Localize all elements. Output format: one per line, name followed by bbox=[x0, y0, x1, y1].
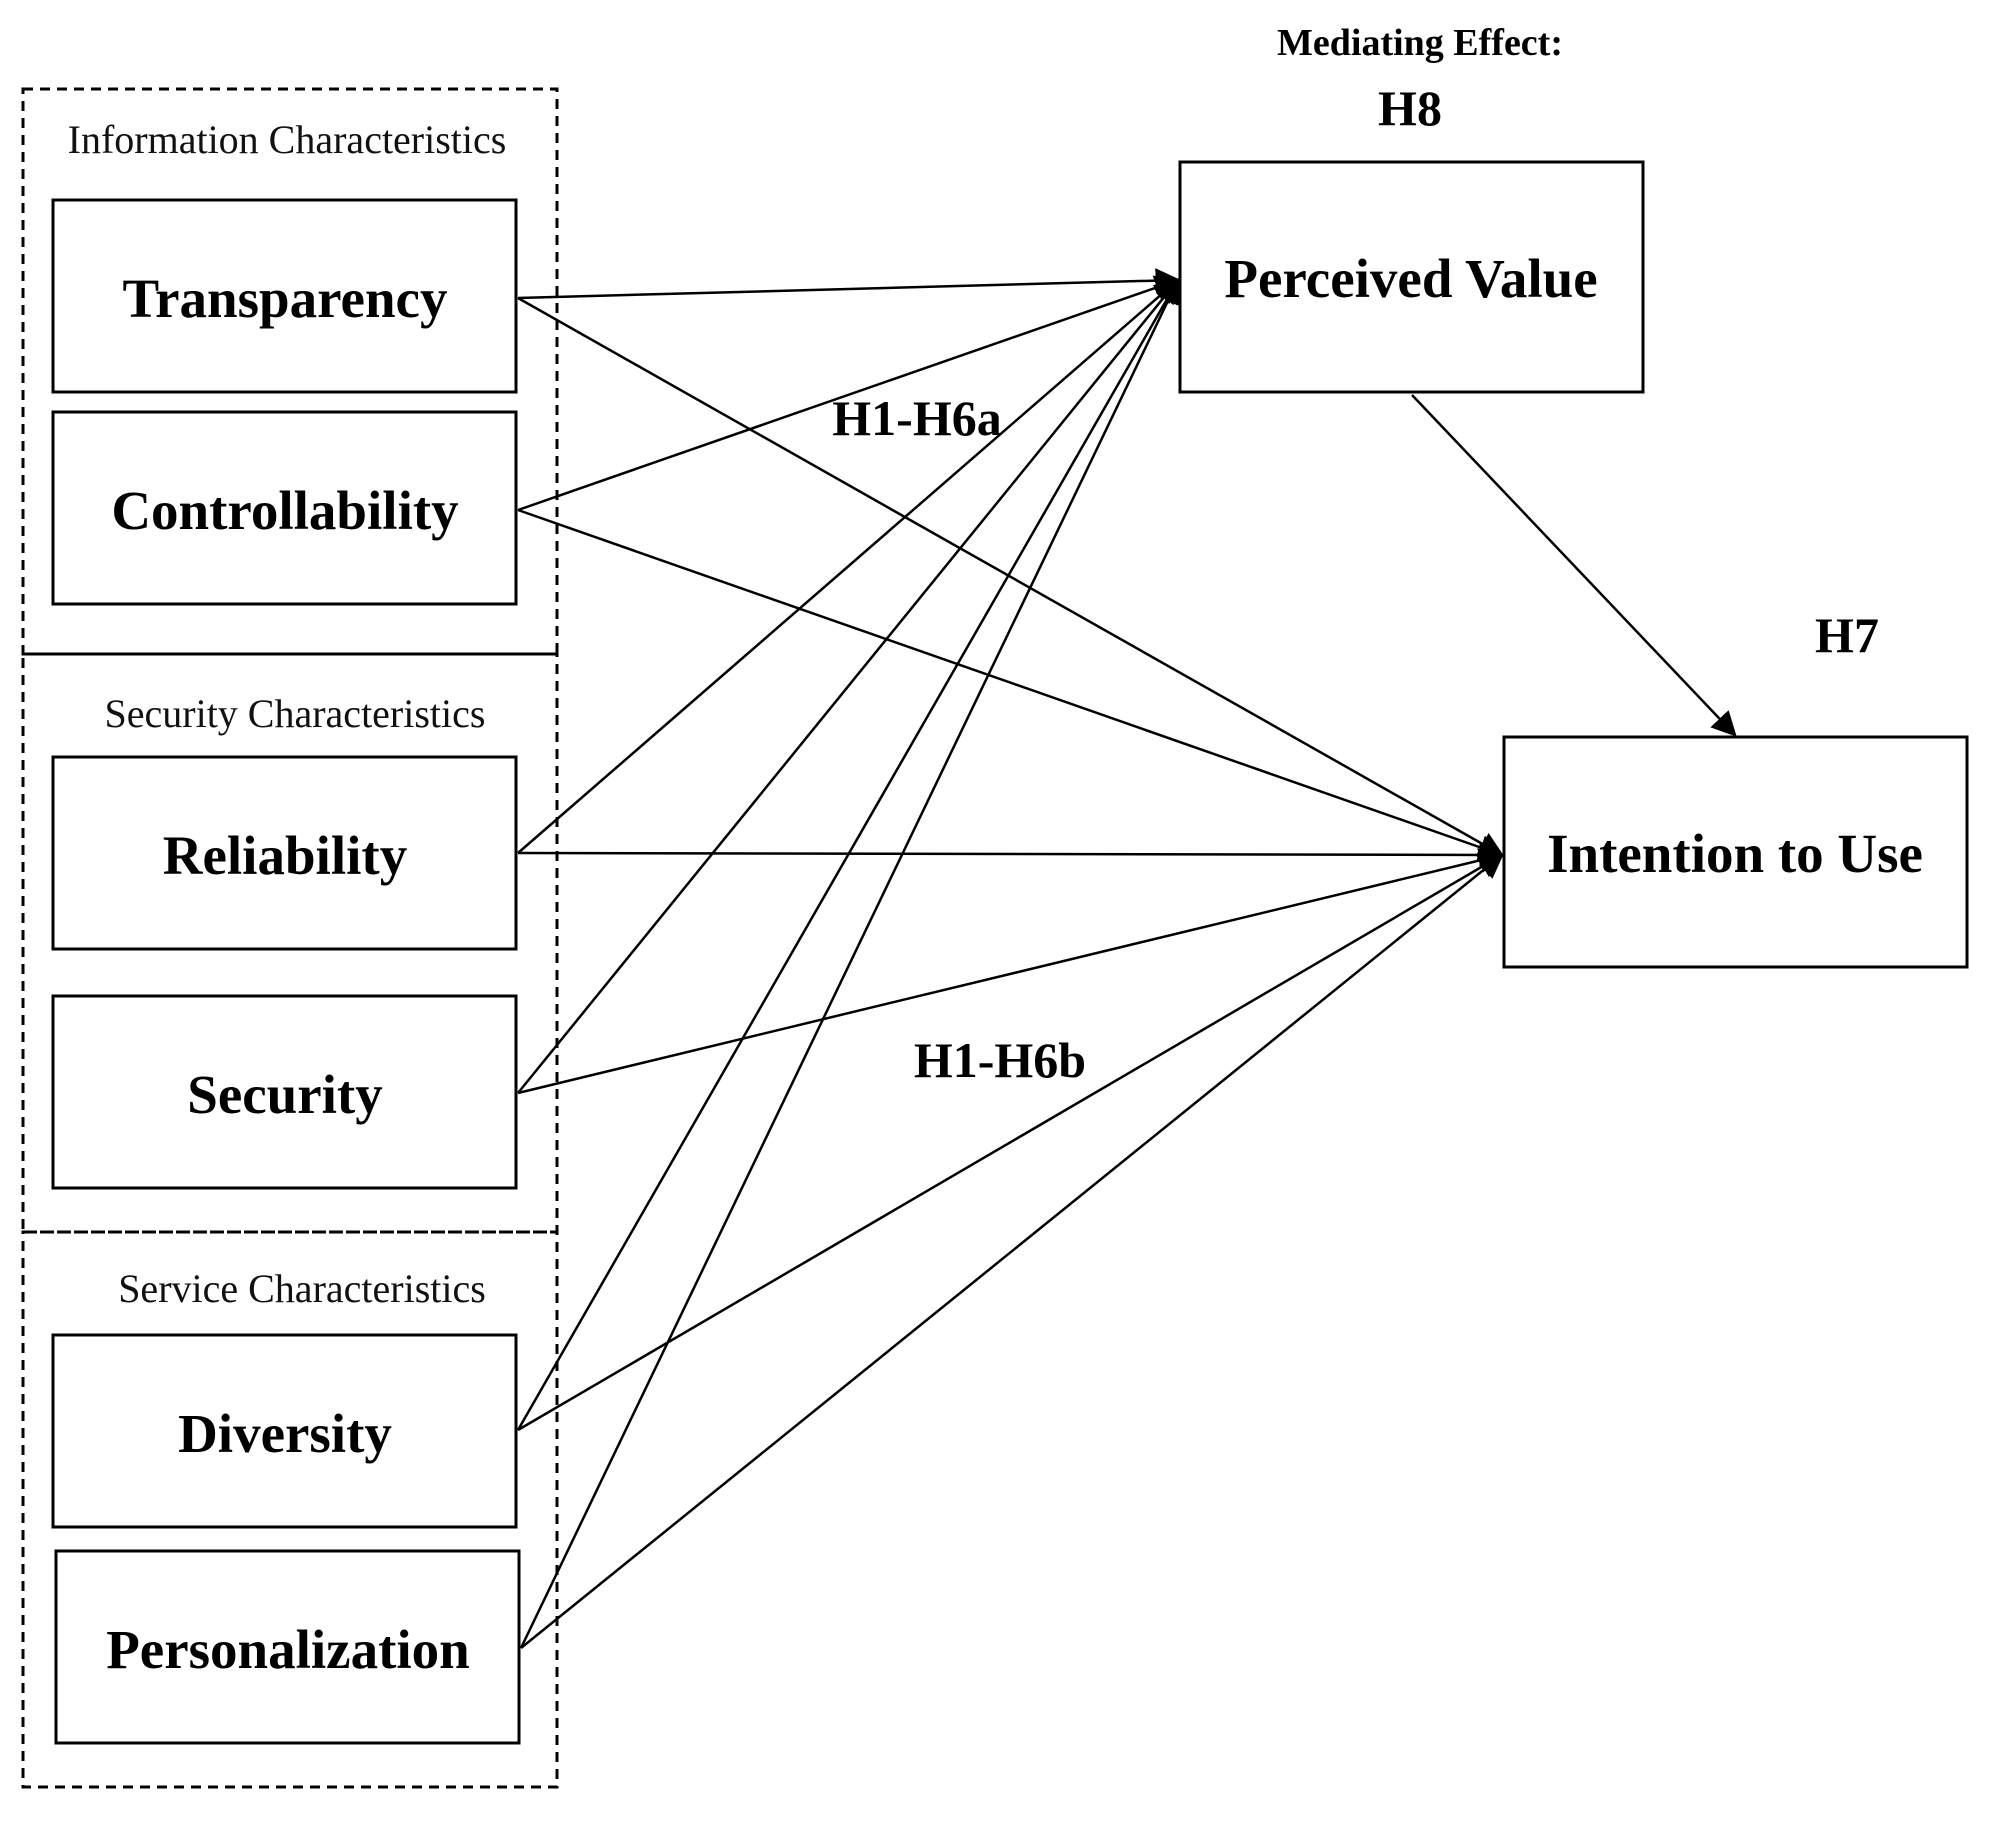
h1-h6b-label: H1-H6b bbox=[914, 1032, 1086, 1088]
arrow-reliability-to-perceived-value bbox=[517, 278, 1180, 854]
construct-personalization: Personalization bbox=[54, 1549, 521, 1745]
arrow-personalization-to-perceived-value bbox=[519, 277, 1180, 1649]
relationship-links bbox=[516, 268, 1737, 1649]
arrow-security-to-perceived-value bbox=[517, 278, 1180, 1094]
group-title-information: Information Characteristics bbox=[68, 117, 507, 162]
arrow-transparency-to-perceived-value bbox=[517, 268, 1181, 300]
construct-label-controllability: Controllability bbox=[111, 480, 458, 541]
group-security: Security Characteristics bbox=[21, 652, 559, 1234]
arrow-perceived-value-to-intention-to-use bbox=[1411, 394, 1737, 737]
h7-label: H7 bbox=[1815, 607, 1879, 663]
group-information: Information Characteristics bbox=[21, 87, 559, 656]
construct-label-reliability: Reliability bbox=[163, 825, 407, 886]
construct-label-personalization: Personalization bbox=[106, 1619, 470, 1680]
construct-perceived-value: Perceived Value bbox=[1178, 160, 1645, 394]
arrow-diversity-to-intention-to-use bbox=[517, 853, 1505, 1432]
construct-diversity: Diversity bbox=[51, 1333, 518, 1529]
h8-label: H8 bbox=[1378, 80, 1442, 136]
construct-label-transparency: Transparency bbox=[123, 268, 448, 329]
group-service: Service Characteristics bbox=[21, 1230, 559, 1789]
h1-h6a-label: H1-H6a bbox=[832, 390, 1001, 446]
construct-reliability: Reliability bbox=[51, 755, 518, 951]
construct-label-intention-to-use: Intention to Use bbox=[1547, 823, 1923, 884]
construct-label-perceived-value: Perceived Value bbox=[1224, 248, 1597, 309]
arrow-personalization-to-intention-to-use bbox=[520, 853, 1504, 1649]
construct-intention-to-use: Intention to Use bbox=[1502, 735, 1969, 969]
construct-security: Security bbox=[51, 994, 518, 1190]
construct-controllability: Controllability bbox=[51, 410, 518, 606]
arrow-controllability-to-perceived-value bbox=[517, 275, 1181, 512]
arrow-controllability-to-intention-to-use bbox=[517, 508, 1505, 860]
construct-transparency: Transparency bbox=[51, 198, 518, 394]
arrow-reliability-to-intention-to-use bbox=[517, 842, 1505, 868]
arrow-transparency-to-intention-to-use bbox=[517, 296, 1505, 857]
group-title-security: Security Characteristics bbox=[105, 691, 486, 736]
arrow-diversity-to-perceived-value bbox=[516, 277, 1180, 1431]
construct-label-diversity: Diversity bbox=[178, 1403, 392, 1464]
arrow-security-to-intention-to-use bbox=[517, 848, 1505, 1095]
mediating-effect-label: Mediating Effect: bbox=[1277, 22, 1563, 64]
construct-label-security: Security bbox=[187, 1064, 383, 1125]
group-title-service: Service Characteristics bbox=[118, 1266, 486, 1311]
